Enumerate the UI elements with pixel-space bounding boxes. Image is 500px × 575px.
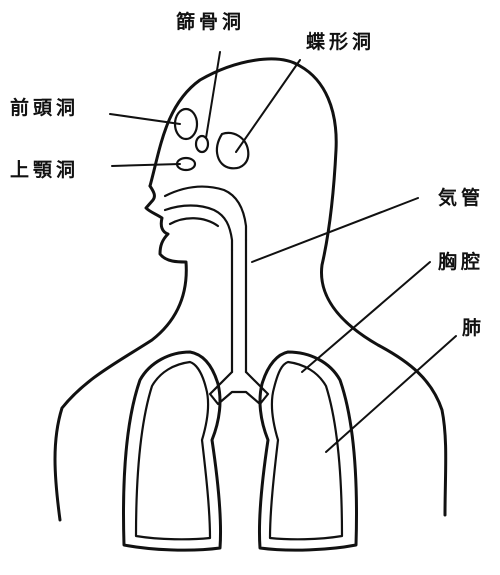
left-lung xyxy=(124,352,221,550)
leader-ethmoid xyxy=(206,52,220,138)
face-outline xyxy=(55,186,186,520)
right-lung-inner xyxy=(270,362,342,539)
trachea-tube xyxy=(232,240,246,372)
oral-cavity xyxy=(165,206,232,251)
sphenoid-sinus-shape xyxy=(217,133,248,168)
label-trachea: 気管 xyxy=(438,186,484,209)
label-sphenoid-sinus: 蝶形洞 xyxy=(306,30,375,53)
leader-maxillary xyxy=(112,164,180,166)
label-frontal-sinus: 前頭洞 xyxy=(10,96,79,119)
label-ethmoid-sinus: 篩骨洞 xyxy=(176,10,245,33)
tongue xyxy=(170,218,218,226)
label-maxillary-sinus: 上顎洞 xyxy=(10,159,79,181)
leader-trachea xyxy=(252,198,418,262)
label-thoracic-cavity: 胸腔 xyxy=(438,250,484,273)
leader-sphenoid xyxy=(236,60,300,152)
label-lung: 肺 xyxy=(462,317,485,339)
nasal-cavity xyxy=(165,187,246,240)
left-lung-inner xyxy=(136,362,210,539)
